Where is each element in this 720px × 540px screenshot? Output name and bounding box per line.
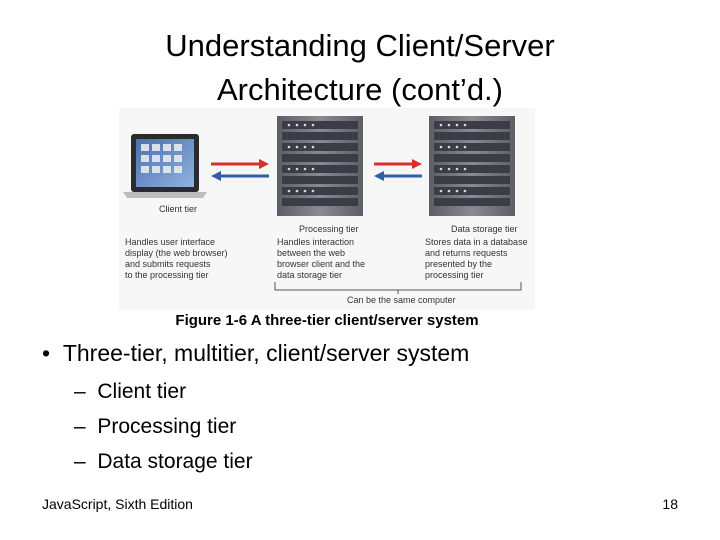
storage-desc-3: presented by the: [425, 259, 492, 269]
title-line-1: Understanding Client/Server: [165, 28, 555, 63]
figure-diagram: Client tier Processing tier Data storage…: [123, 116, 528, 305]
bullet-list: • Three-tier, multitier, client/server s…: [42, 338, 469, 479]
storage-desc-1: Stores data in a database: [425, 237, 528, 247]
sub-item-text: Client tier: [97, 380, 187, 403]
client-desc-3: and submits requests: [125, 259, 211, 269]
same-computer-bracket: [274, 282, 522, 291]
storage-server-rack-icon: [429, 116, 515, 216]
client-desc-4: to the processing tier: [125, 270, 209, 280]
sub-list: – Client tier – Processing tier – Data s…: [74, 374, 469, 479]
processing-tier-label: Processing tier: [299, 224, 359, 234]
storage-desc-2: and returns requests: [425, 248, 508, 258]
sub-item-text: Data storage tier: [97, 450, 253, 473]
footer-book-title: JavaScript, Sixth Edition: [42, 496, 193, 512]
sub-item-text: Processing tier: [97, 415, 237, 438]
footer-page-number: 18: [662, 496, 678, 512]
processing-server-rack-icon: [277, 116, 363, 216]
arrow-client-to-processing: [211, 159, 269, 169]
three-tier-figure: Client tier Processing tier Data storage…: [119, 108, 535, 310]
slide-title: Understanding Client/Server Architecture…: [0, 24, 720, 112]
sub-item-processing: – Processing tier: [74, 415, 237, 438]
arrow-processing-to-client: [211, 171, 269, 181]
processing-desc-3: browser client and the: [277, 259, 365, 269]
sub-item-storage: – Data storage tier: [74, 450, 253, 473]
client-desc-2: display (the web browser): [125, 248, 228, 258]
figure-caption: Figure 1-6 A three-tier client/server sy…: [175, 312, 479, 329]
arrow-processing-to-storage: [374, 159, 422, 169]
arrow-storage-to-processing: [374, 171, 422, 181]
bullet-text: Three-tier, multitier, client/server sys…: [62, 340, 470, 366]
storage-desc-4: processing tier: [425, 270, 484, 280]
client-tier-label: Client tier: [159, 204, 197, 214]
bullet-item: • Three-tier, multitier, client/server s…: [42, 340, 470, 366]
client-desc-1: Handles user interface: [125, 237, 215, 247]
bracket-label: Can be the same computer: [347, 295, 456, 305]
title-line-2: Architecture (cont’d.): [217, 72, 503, 107]
laptop-icon: [123, 134, 207, 198]
storage-tier-label: Data storage tier: [451, 224, 518, 234]
processing-desc-1: Handles interaction: [277, 237, 354, 247]
processing-desc-2: between the web: [277, 248, 345, 258]
processing-desc-4: data storage tier: [277, 270, 342, 280]
sub-item-client: – Client tier: [74, 380, 187, 403]
